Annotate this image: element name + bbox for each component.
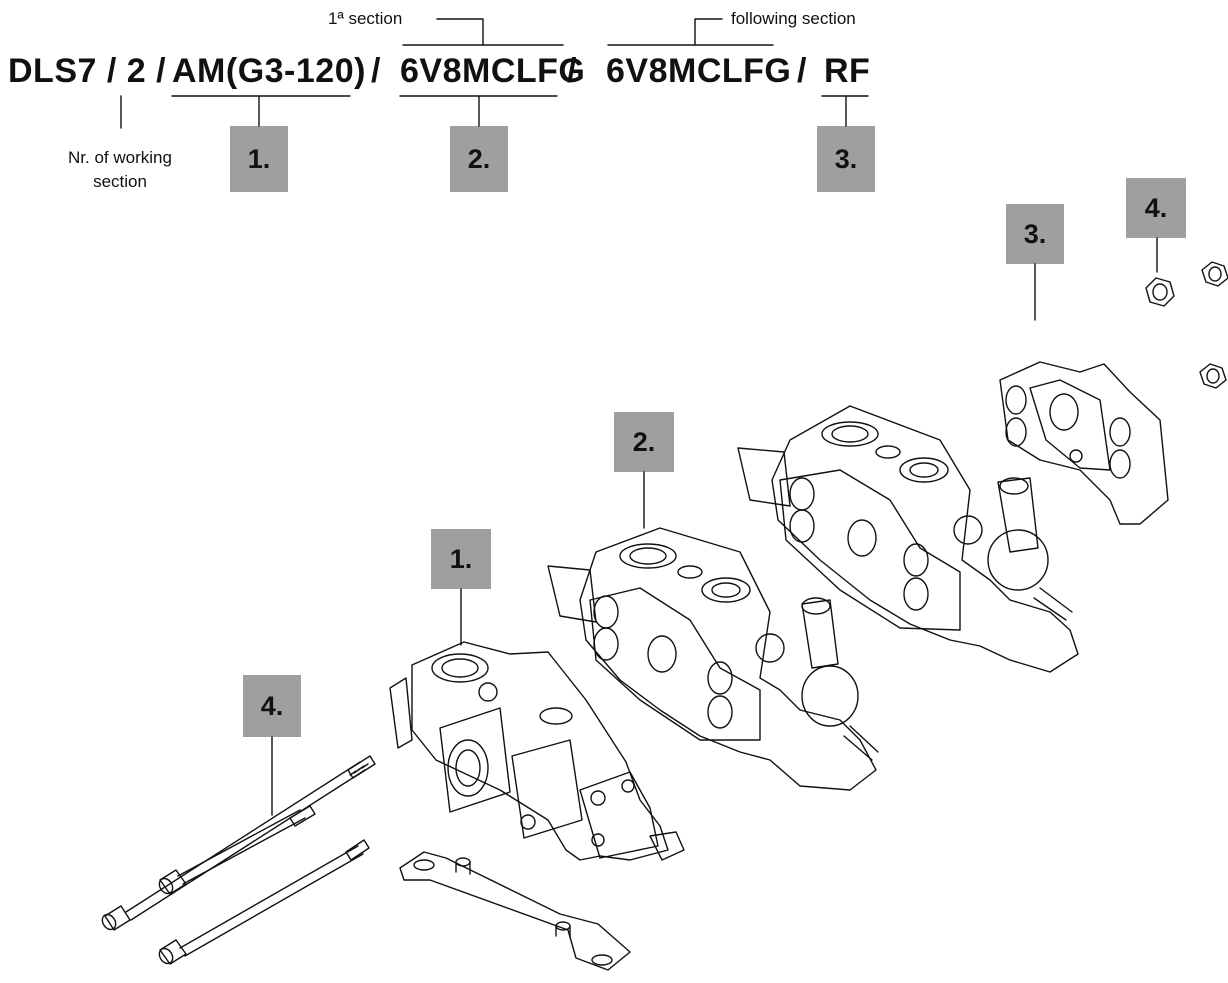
working-section-2 xyxy=(737,405,1079,673)
underline-end xyxy=(821,95,869,127)
tag-code-end: 3. xyxy=(817,126,875,192)
working-section-1 xyxy=(547,527,879,791)
label-working-sections: Nr. of working section xyxy=(30,146,210,194)
inlet-section xyxy=(389,641,685,861)
tag-part-tie-rods: 4. xyxy=(243,675,301,737)
label-following-section: following section xyxy=(731,9,856,28)
tag-part-inlet: 1. xyxy=(431,529,491,589)
tag-part-nuts: 4. xyxy=(1126,178,1186,238)
tag-code-section: 2. xyxy=(450,126,508,192)
underline-inlet xyxy=(171,95,351,127)
underline-first-section xyxy=(399,95,558,127)
tag-code-inlet: 1. xyxy=(230,126,288,192)
code-separator: / xyxy=(371,52,381,90)
nut-1 xyxy=(1145,277,1175,307)
following-section-bracket xyxy=(607,18,774,46)
code-separator: / xyxy=(797,52,807,90)
code-inlet: AM(G3-120) xyxy=(172,52,366,90)
code-prefix: DLS7 / 2 / xyxy=(8,52,167,90)
tie-rod-2 xyxy=(158,805,316,895)
nut-3 xyxy=(1199,363,1227,389)
tag-part-section: 2. xyxy=(614,412,674,472)
code-separator: / xyxy=(567,52,577,90)
code-end-cover: RF xyxy=(824,52,871,90)
first-section-bracket xyxy=(402,18,564,46)
code-following-section: 6V8MCLFG xyxy=(606,52,792,90)
nut-2 xyxy=(1201,261,1228,287)
tie-rod-3 xyxy=(158,839,370,965)
label-working-sections-line1: Nr. of working xyxy=(68,148,172,167)
code-first-section: 6V8MCLFG xyxy=(400,52,586,90)
tag-part-end-cover: 3. xyxy=(1006,204,1064,264)
label-working-sections-line2: section xyxy=(93,172,147,191)
end-cover xyxy=(999,361,1169,525)
mounting-bracket xyxy=(399,851,631,971)
label-first-section: 1ª section xyxy=(328,9,403,28)
